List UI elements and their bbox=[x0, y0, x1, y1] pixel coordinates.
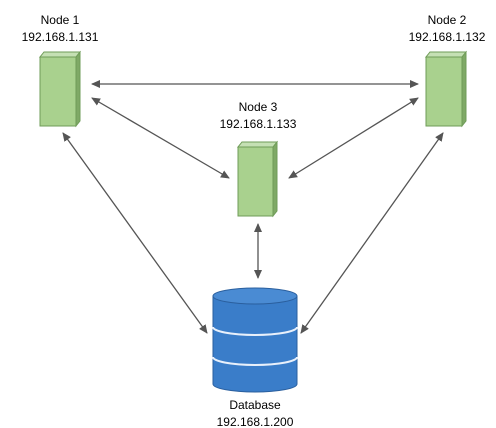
node2-ip-label: 192.168.1.132 bbox=[409, 30, 486, 44]
connection-node1-database bbox=[62, 132, 208, 334]
connection-node2-node3 bbox=[288, 97, 419, 179]
database-icon bbox=[212, 287, 298, 393]
node2-server-icon bbox=[424, 50, 468, 128]
node2-name-label: Node 2 bbox=[428, 13, 467, 27]
node1-server-icon bbox=[38, 50, 82, 128]
node3-name-label: Node 3 bbox=[239, 100, 278, 114]
connection-node1-node3 bbox=[91, 97, 230, 179]
database-name-label: Database bbox=[229, 398, 281, 412]
node3-ip-label: 192.168.1.133 bbox=[220, 117, 297, 131]
node1-name-label: Node 1 bbox=[41, 13, 80, 27]
node3-server-icon bbox=[236, 140, 279, 218]
node1-ip-label: 192.168.1.131 bbox=[22, 30, 99, 44]
connections bbox=[62, 80, 444, 334]
database-ip-label: 192.168.1.200 bbox=[217, 415, 294, 428]
connection-node2-database bbox=[300, 132, 444, 334]
